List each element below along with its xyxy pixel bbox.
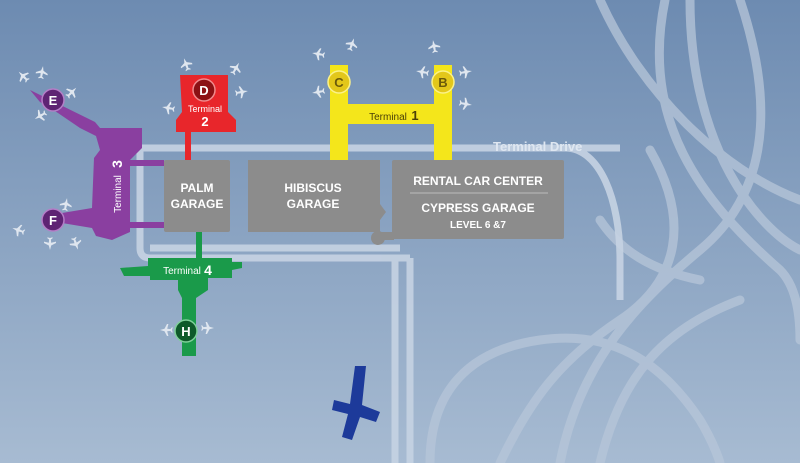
palm-garage-line1: PALM xyxy=(180,181,213,195)
gate-e-marker[interactable] xyxy=(41,88,65,112)
gate-b-label: B xyxy=(438,75,447,90)
cypress-garage-line1: CYPRESS GARAGE xyxy=(421,201,534,215)
highway-interchange xyxy=(425,0,800,463)
terminal-4-word: Terminal xyxy=(163,266,201,277)
gate-d-marker[interactable] xyxy=(192,78,216,102)
rental-car-center[interactable]: RENTAL CAR CENTER CYPRESS GARAGE LEVEL 6… xyxy=(371,160,564,245)
cypress-garage-line2: LEVEL 6 &7 xyxy=(450,220,506,231)
terminal-1[interactable]: C B Terminal 1 xyxy=(327,65,455,160)
hibiscus-garage[interactable]: HIBISCUS GARAGE xyxy=(248,160,386,232)
rental-car-center-title: RENTAL CAR CENTER xyxy=(413,174,543,188)
terminal-2-word: Terminal xyxy=(188,104,222,114)
terminal-4-number: 4 xyxy=(204,262,212,278)
gate-e-label: E xyxy=(49,93,58,108)
terminal-4[interactable]: H Terminal 4 xyxy=(120,232,242,356)
gate-c-marker[interactable] xyxy=(327,70,351,94)
aircraft-silhouette xyxy=(332,366,380,440)
terminal-2-number: 2 xyxy=(201,114,208,129)
palm-garage-line2: GARAGE xyxy=(171,197,224,211)
terminal-1-word: Terminal xyxy=(369,112,407,123)
terminal-2[interactable]: D Terminal 2 xyxy=(176,75,236,160)
gate-h-label: H xyxy=(181,324,190,339)
gate-d-label: D xyxy=(199,83,208,98)
gate-b-marker[interactable] xyxy=(431,70,455,94)
hibiscus-garage-line2: GARAGE xyxy=(287,197,340,211)
gate-h-marker[interactable] xyxy=(174,319,198,343)
terminal-3-word: Terminal xyxy=(113,175,124,213)
gate-f-label: F xyxy=(49,213,57,228)
hibiscus-garage-line1: HIBISCUS xyxy=(284,181,341,195)
terminal-drive-label: Terminal Drive xyxy=(493,139,582,154)
gate-f-marker[interactable] xyxy=(41,208,65,232)
palm-garage[interactable]: PALM GARAGE xyxy=(164,160,230,232)
terminal-3[interactable]: E F Terminal 3 xyxy=(30,88,164,240)
gate-c-label: C xyxy=(334,75,344,90)
terminal-3-number: 3 xyxy=(109,160,125,168)
terminal-1-number: 1 xyxy=(411,108,418,123)
